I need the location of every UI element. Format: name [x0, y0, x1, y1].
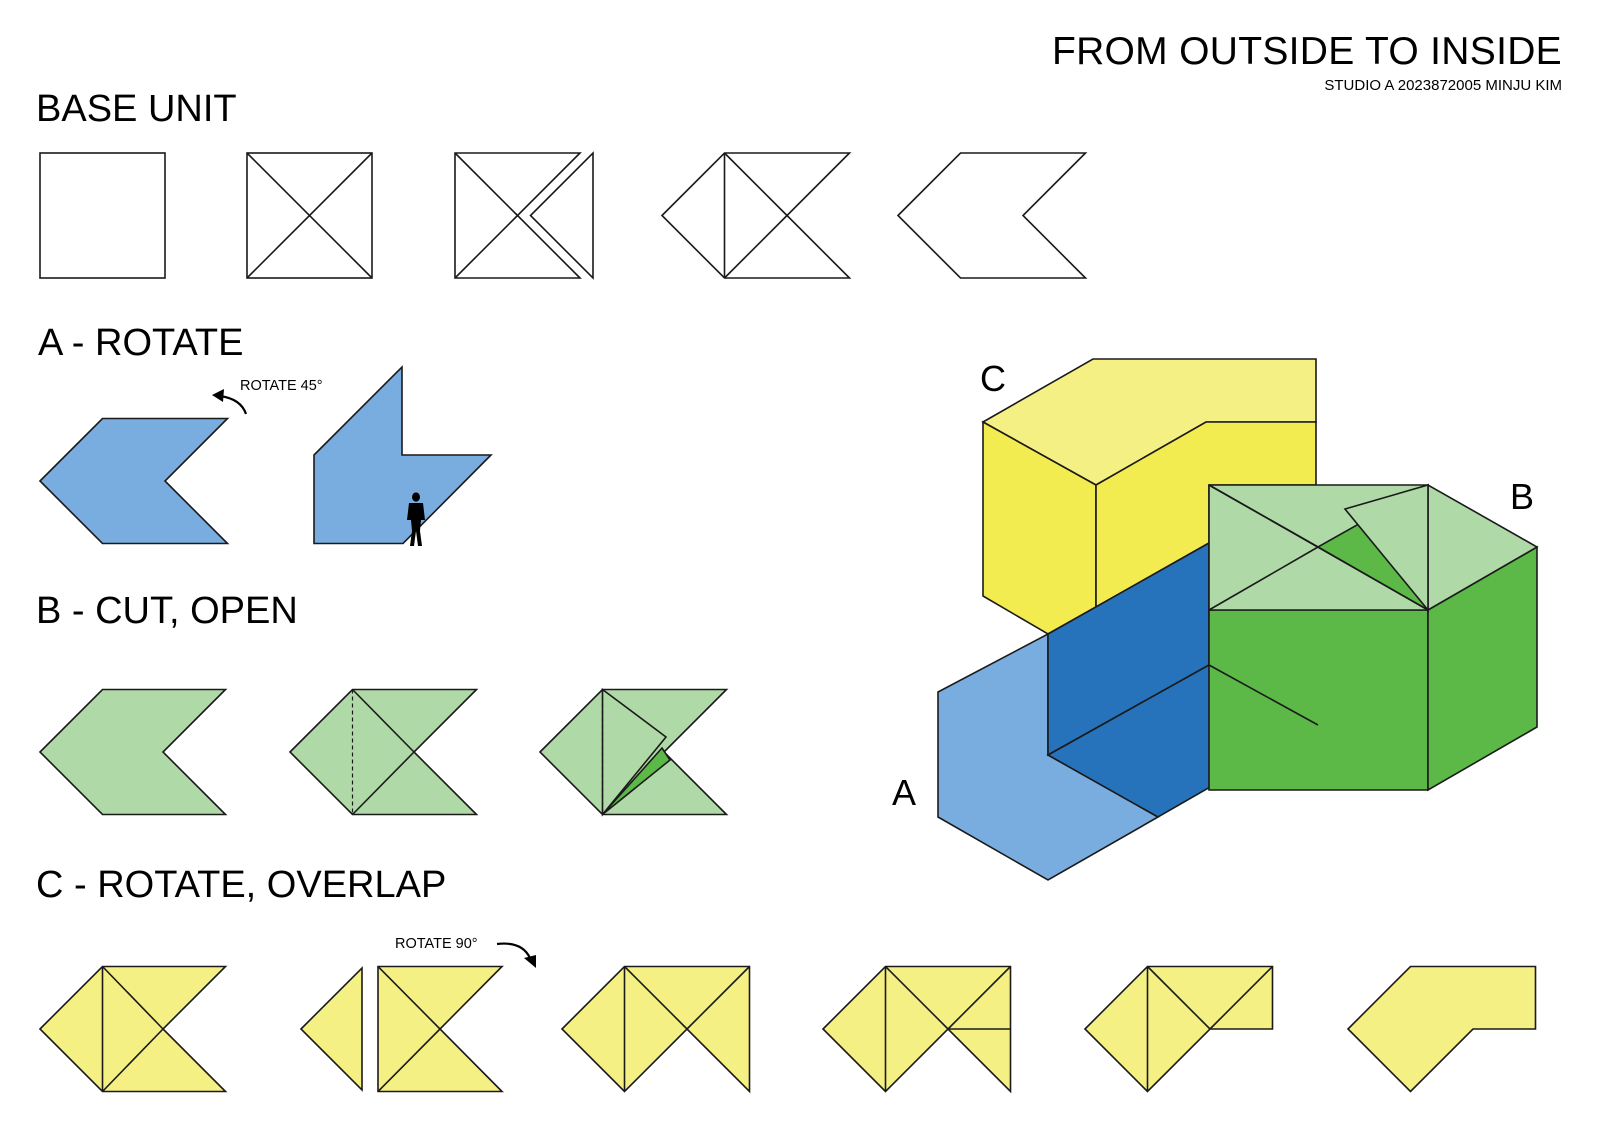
- base-unit-chevron: [896, 152, 1088, 279]
- base-unit-unfolded: [660, 152, 852, 279]
- rotate-cw-arrow-icon: [496, 942, 531, 959]
- base-unit-square: [39, 152, 166, 279]
- section-b-cut-open-heading: B - CUT, OPEN: [36, 590, 298, 632]
- yellow-unit-3: [560, 965, 751, 1094]
- axon-label-a: A: [892, 772, 917, 813]
- blue-chevron: [38, 417, 230, 545]
- page-title: FROM OUTSIDE TO INSIDE: [1051, 30, 1562, 73]
- person-silhouette-icon: [407, 492, 425, 546]
- section-a-rotate-heading: A - ROTATE: [38, 322, 244, 364]
- green-chevron-cut: [288, 688, 479, 816]
- blue-chevron-rotated: [313, 365, 493, 545]
- green-chevron-open: [538, 687, 729, 817]
- yellow-unit-6-merged: [1346, 965, 1537, 1093]
- axon-label-b: B: [1510, 476, 1535, 517]
- green-volume-b: [1208, 483, 1539, 792]
- yellow-unit-4: [821, 965, 1012, 1094]
- yellow-volume-c: [981, 358, 1317, 635]
- rotate-45-note: ROTATE 45°: [240, 378, 323, 394]
- rotate-cw-arrow-head: [524, 955, 536, 968]
- axonometric-composite: [937, 358, 1539, 881]
- page-subtitle: STUDIO A 2023872005 MINJU KIM: [1324, 77, 1562, 94]
- rotate-overlap-row: [38, 942, 1537, 1094]
- yellow-unit-2-split: [299, 965, 504, 1093]
- axon-label-c: C: [980, 358, 1006, 399]
- base-unit-split-square: [454, 151, 594, 280]
- yellow-unit-1: [38, 965, 228, 1093]
- rotate-90-note: ROTATE 90°: [395, 936, 478, 952]
- rotate-ccw-arrow-icon: [219, 394, 248, 415]
- green-chevron: [38, 688, 228, 816]
- base-unit-crossed-square: [246, 152, 373, 279]
- cut-open-row: [38, 687, 729, 817]
- section-base-unit-heading: BASE UNIT: [36, 88, 237, 130]
- rotate-row: [38, 365, 493, 546]
- base-unit-row: [39, 151, 1088, 280]
- yellow-unit-5: [1083, 965, 1274, 1093]
- section-c-rotate-overlap-heading: C - ROTATE, OVERLAP: [36, 864, 447, 906]
- rotate-ccw-arrow-head: [212, 389, 224, 402]
